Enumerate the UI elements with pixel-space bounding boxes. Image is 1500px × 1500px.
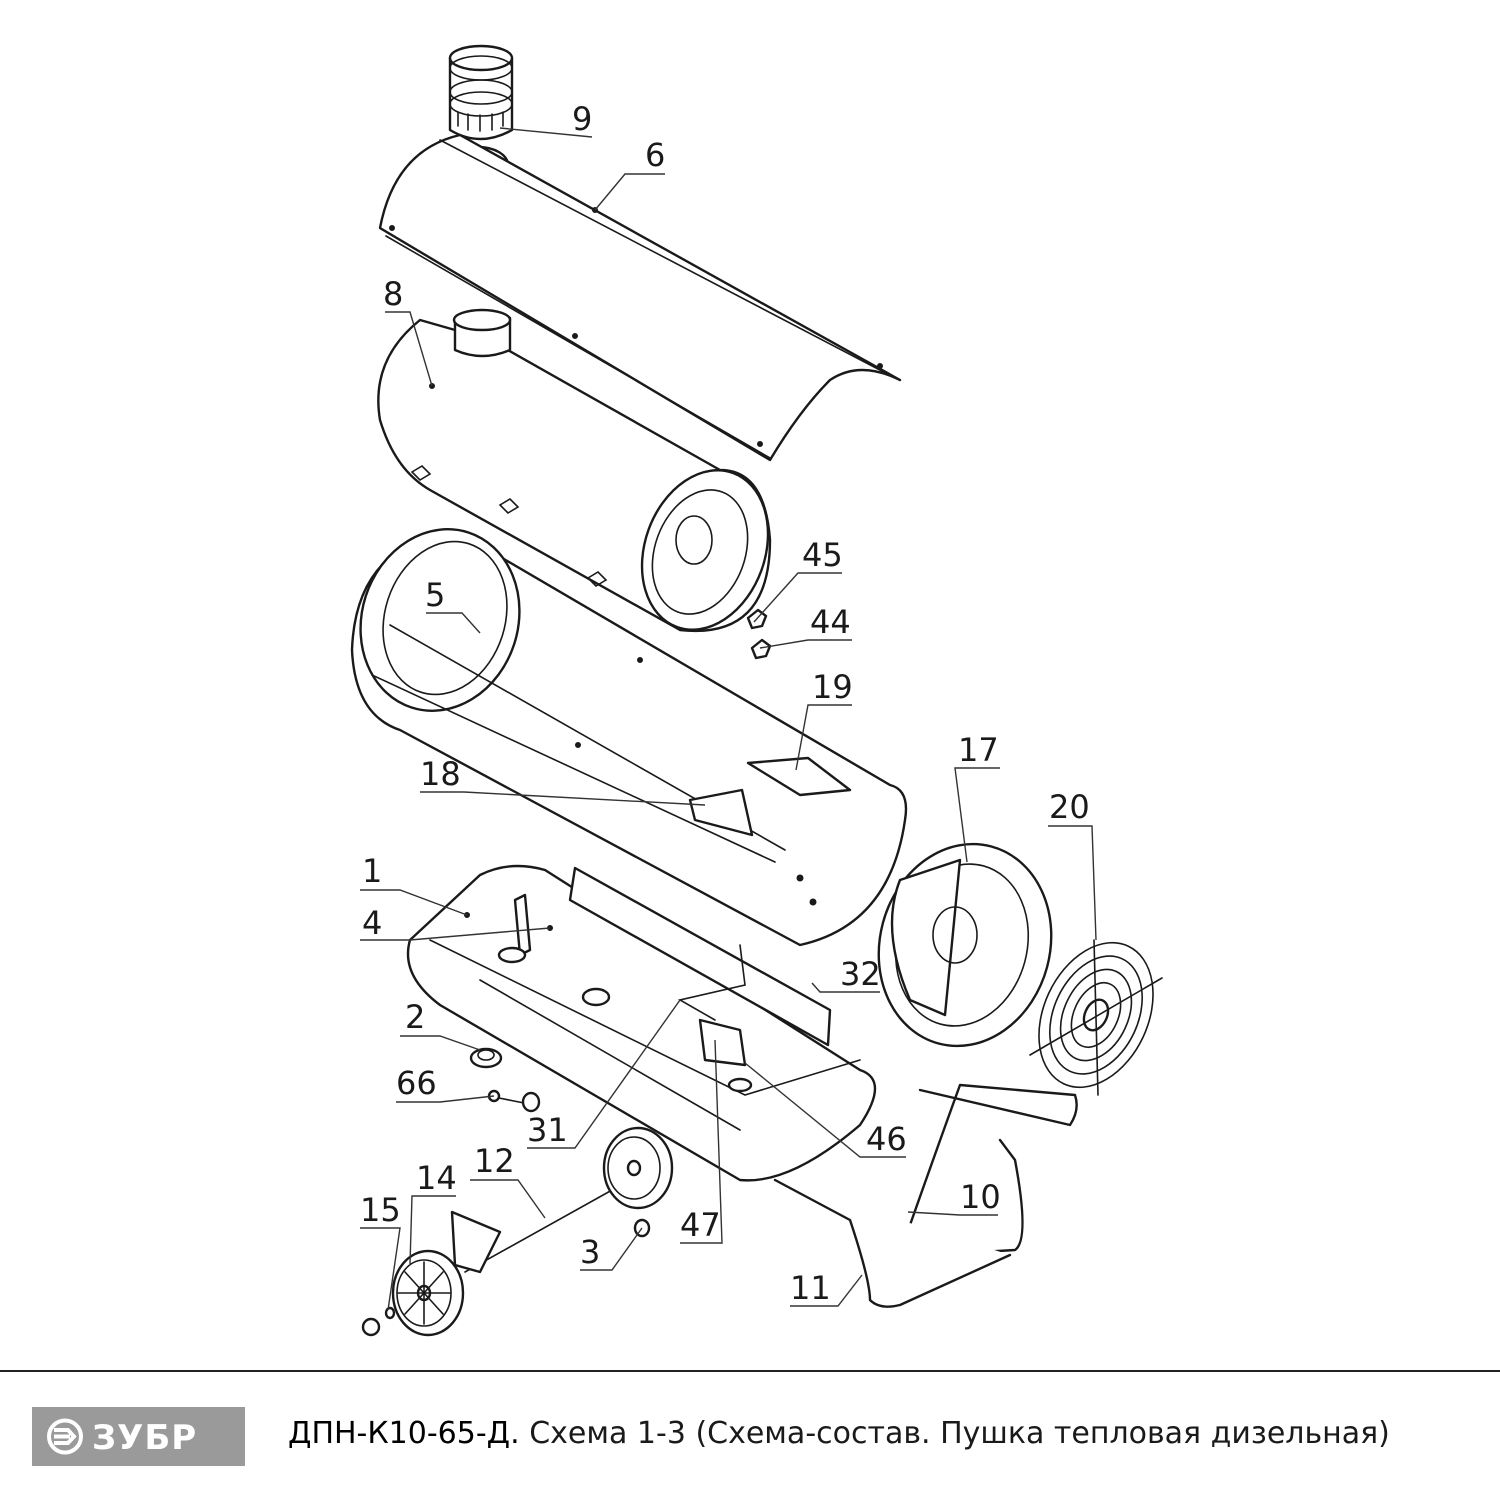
part-12-axle [450, 1179, 631, 1274]
callout-15: 15 [360, 1191, 401, 1229]
part-46-pump-bracket [698, 1018, 747, 1067]
part-15-washer [361, 1306, 396, 1337]
callout-1: 1 [362, 852, 382, 890]
part-32-fuel-line [677, 944, 746, 1021]
callout-19: 19 [812, 668, 853, 706]
part-1-fuel-tank [406, 864, 877, 1182]
part-44-clip [750, 638, 772, 660]
callout-9: 9 [572, 100, 592, 138]
callout-6: 6 [645, 136, 665, 174]
footer-divider [0, 1370, 1500, 1372]
svg-text:ЗУБР: ЗУБР [92, 1418, 197, 1458]
part-6-upper-shell [378, 133, 902, 462]
part-14-wheel-rear [602, 1126, 674, 1210]
callout-leaders [360, 127, 1097, 1311]
part-10-handle [908, 1083, 1078, 1257]
part-8-combustion-chamber [377, 308, 772, 633]
callout-17: 17 [958, 731, 999, 769]
part-14-wheel [391, 1249, 465, 1337]
callout-8: 8 [383, 275, 403, 313]
diagram-description: Схема 1-3 (Схема-состав. Пушка тепловая … [519, 1416, 1390, 1451]
part-2-tank-cap [469, 1047, 503, 1069]
callout-11: 11 [790, 1269, 831, 1307]
part-66-drain-plug [487, 1089, 541, 1113]
part-11-handle [773, 1178, 1012, 1308]
callout-66: 66 [396, 1064, 437, 1102]
callout-14: 14 [416, 1159, 457, 1197]
callout-32: 32 [840, 955, 881, 993]
callout-45: 45 [802, 536, 843, 574]
brand-logo: ЗУБР [32, 1407, 245, 1466]
callout-18: 18 [420, 755, 461, 793]
callout-20: 20 [1049, 788, 1090, 826]
callout-4: 4 [362, 904, 382, 942]
callout-44: 44 [810, 603, 851, 641]
footer: ЗУБР ДПН-К10-65-Д. Схема 1-3 (Схема-сост… [0, 1372, 1500, 1500]
callout-5: 5 [425, 576, 445, 614]
callout-2: 2 [405, 998, 425, 1036]
callout-labels: 9 6 8 45 44 5 19 17 18 20 1 4 32 2 66 31… [360, 100, 1090, 1307]
callout-46: 46 [866, 1120, 907, 1158]
part-17-fan-housing [877, 842, 1053, 1048]
exploded-parts-diagram: 9 6 8 45 44 5 19 17 18 20 1 4 32 2 66 31… [350, 44, 1163, 1337]
callout-47: 47 [680, 1206, 721, 1244]
model-name: ДПН-К10-65-Д. [288, 1416, 520, 1451]
diagram-caption: ДПН-К10-65-Д. Схема 1-3 (Схема-состав. П… [288, 1416, 1390, 1451]
callout-31: 31 [527, 1111, 568, 1149]
part-5-outer-housing [350, 528, 908, 947]
zubr-logo-icon: ЗУБР [32, 1407, 245, 1466]
callout-10: 10 [960, 1178, 1001, 1216]
callout-12: 12 [474, 1142, 515, 1180]
callout-3: 3 [580, 1233, 600, 1271]
part-20-fan-guard [1029, 939, 1163, 1096]
